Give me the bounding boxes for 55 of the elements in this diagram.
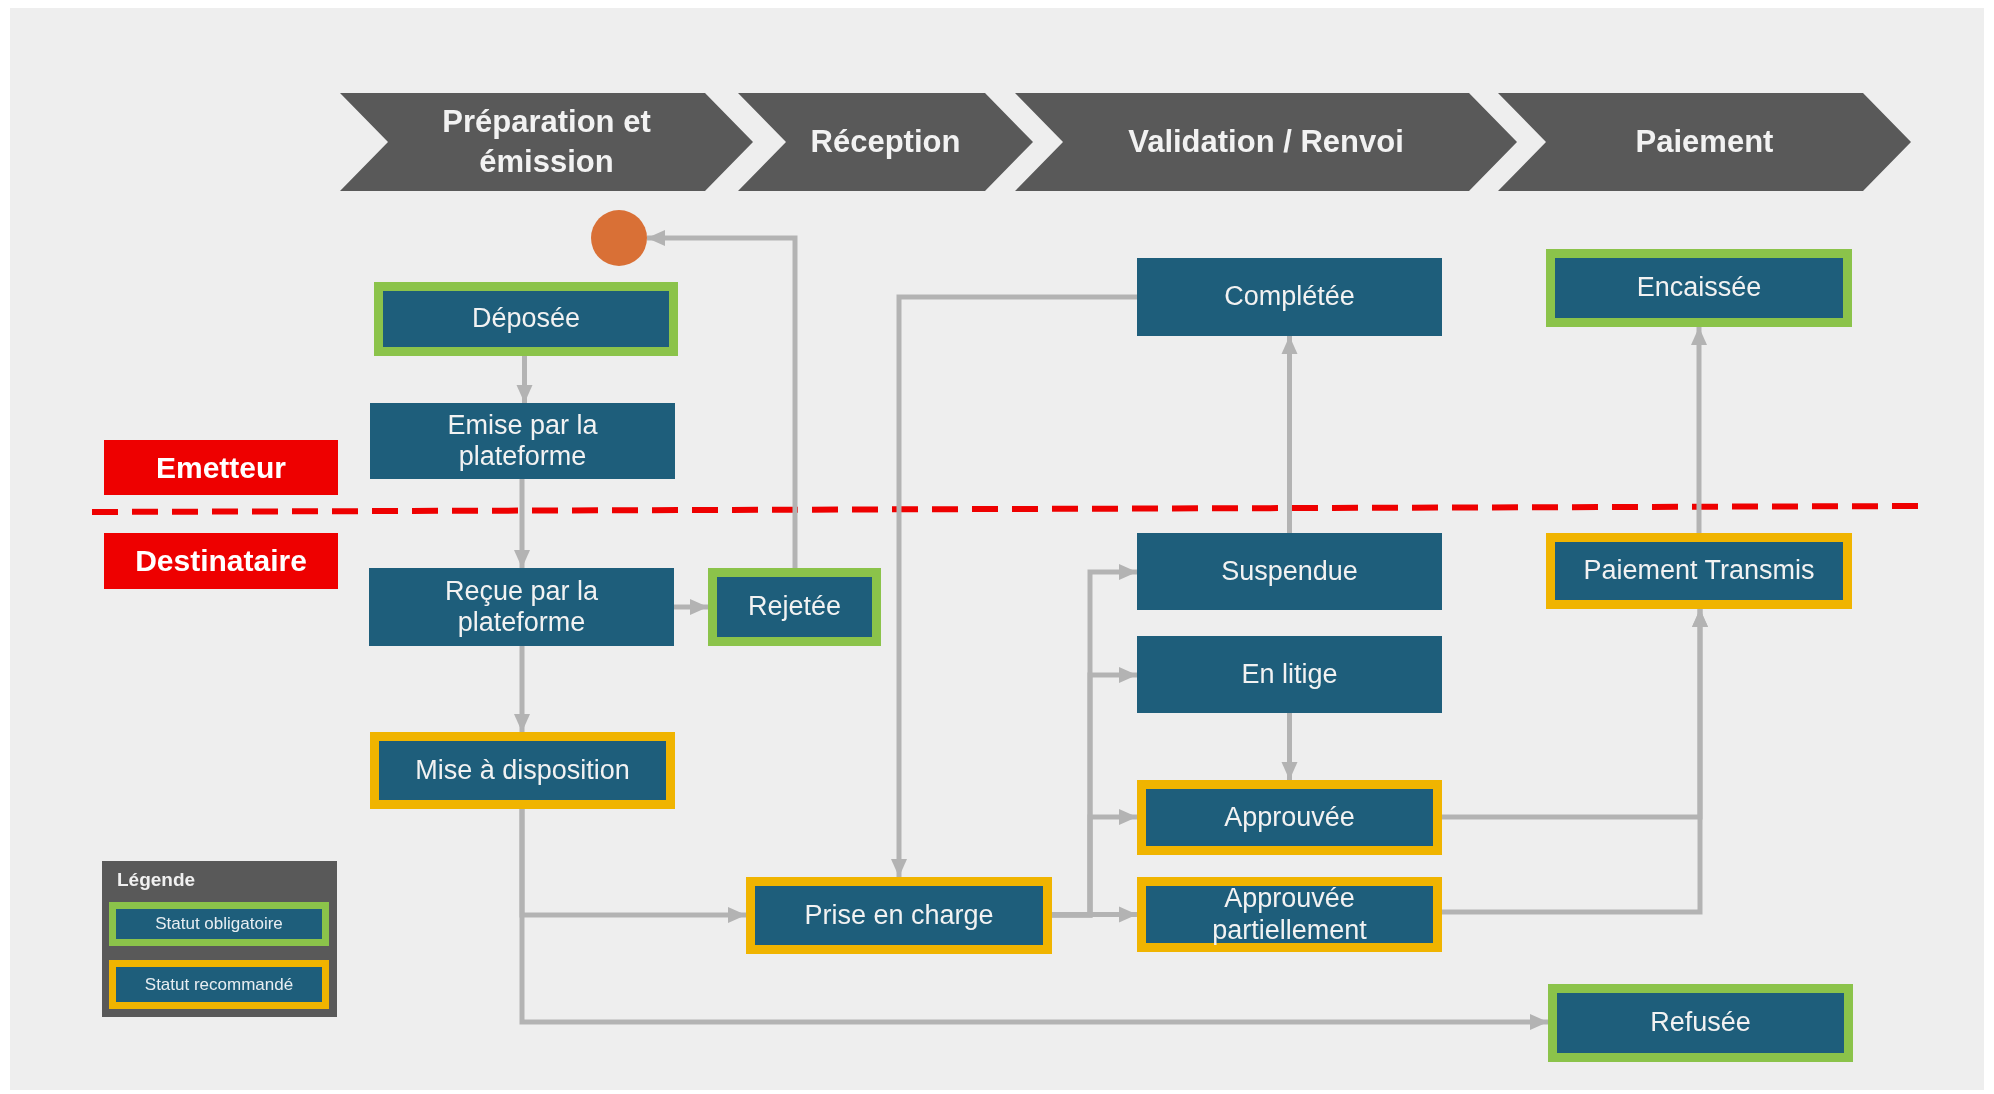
legend-title: Légende — [117, 869, 196, 891]
phase-header — [1498, 93, 1911, 191]
status-box — [1546, 249, 1852, 327]
status-box — [370, 732, 675, 809]
arrow — [891, 294, 1137, 877]
status-label: Suspendue — [1221, 555, 1358, 587]
status-label: Reçue par la plateforme — [443, 575, 600, 639]
legend-text: Statut recommandé — [144, 974, 294, 995]
status-box — [369, 568, 674, 646]
status-label: Prise en charge — [804, 899, 994, 931]
lane-tag — [104, 533, 338, 589]
arrow — [1442, 609, 1708, 915]
status-box — [746, 877, 1052, 954]
phase-label: Paiement — [1635, 122, 1774, 161]
phase-label: Validation / Renvoi — [1128, 122, 1404, 161]
arrow — [674, 599, 708, 615]
legend-text: Statut obligatoire — [155, 914, 283, 934]
status-label: En litige — [1241, 658, 1338, 690]
status-label: Encaissée — [1636, 272, 1762, 304]
status-label: Refusée — [1650, 1007, 1751, 1039]
status-box — [1137, 533, 1442, 610]
status-box — [374, 282, 678, 356]
status-box — [1137, 877, 1442, 952]
lane-label: Emetteur — [155, 450, 286, 485]
status-label: Emise par la plateforme — [446, 409, 599, 473]
status-box — [1137, 258, 1442, 336]
phase-label: Préparation et émission — [441, 102, 652, 181]
arrow — [1052, 906, 1137, 923]
status-label: Approuvée partiellement — [1211, 883, 1368, 946]
phase-header — [340, 93, 753, 191]
lane-tag — [104, 440, 338, 495]
arrow — [647, 230, 798, 568]
status-box — [708, 568, 881, 646]
status-label: Déposée — [471, 303, 581, 335]
arrow — [514, 646, 530, 732]
status-label: Paiement Transmis — [1583, 555, 1815, 587]
arrow — [1281, 336, 1298, 533]
arrow — [516, 356, 533, 403]
arrow — [1052, 809, 1137, 918]
status-box — [1546, 533, 1852, 609]
status-box — [370, 403, 675, 479]
phase-label: Réception — [810, 122, 961, 161]
status-box — [1137, 636, 1442, 713]
status-box — [1137, 780, 1442, 855]
arrow — [1281, 713, 1298, 780]
status-box — [1548, 984, 1853, 1062]
status-label: Rejetée — [747, 591, 842, 623]
status-label: Complétée — [1224, 281, 1355, 313]
status-label: Mise à disposition — [415, 754, 630, 786]
arrow — [514, 479, 530, 568]
arrow — [1691, 327, 1707, 533]
phase-header — [738, 93, 1033, 191]
lane-label: Destinataire — [135, 544, 307, 578]
arrow — [519, 809, 1548, 1030]
status-label: Approuvée — [1224, 801, 1355, 833]
